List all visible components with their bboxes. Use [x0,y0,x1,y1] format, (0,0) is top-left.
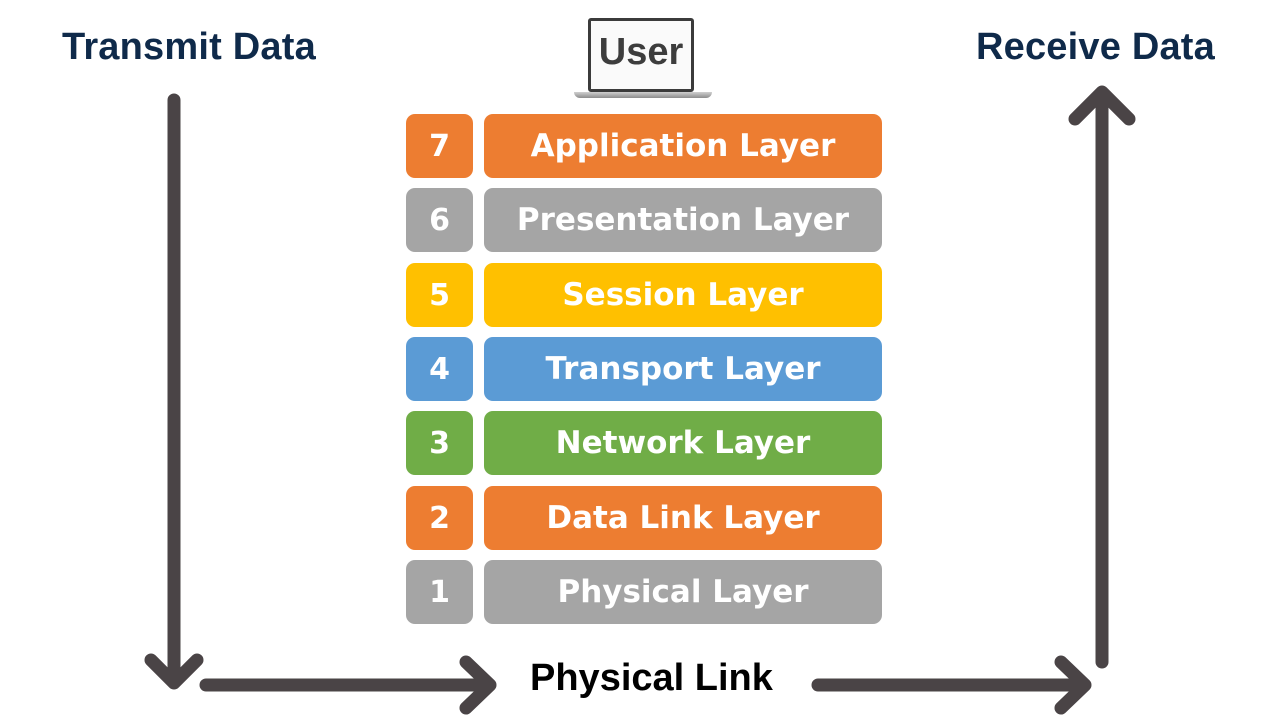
layer-row-2: 2 Data Link Layer [406,486,882,550]
link-arrow-left [199,655,497,715]
laptop-base [574,92,712,98]
layer-number-2: 2 [406,486,473,550]
laptop-icon: User [572,14,714,100]
layer-row-5: 5 Session Layer [406,263,882,327]
layer-number-3: 3 [406,411,473,475]
transmit-data-title: Transmit Data [62,26,316,68]
layer-row-7: 7 Application Layer [406,114,882,178]
laptop-screen: User [588,18,694,92]
layer-row-6: 6 Presentation Layer [406,188,882,252]
layer-row-3: 3 Network Layer [406,411,882,475]
layer-name-presentation: Presentation Layer [484,188,882,252]
layer-name-data-link: Data Link Layer [484,486,882,550]
layer-number-4: 4 [406,337,473,401]
layer-name-session: Session Layer [484,263,882,327]
layer-number-7: 7 [406,114,473,178]
user-label: User [598,31,684,73]
link-arrow-right [811,655,1092,715]
layer-name-network: Network Layer [484,411,882,475]
receive-data-title: Receive Data [976,26,1215,68]
layer-name-application: Application Layer [484,114,882,178]
physical-link-label: Physical Link [530,657,773,699]
receive-up-arrow [1068,85,1136,669]
layer-name-transport: Transport Layer [484,337,882,401]
layer-row-1: 1 Physical Layer [406,560,882,624]
layer-name-physical: Physical Layer [484,560,882,624]
layer-number-6: 6 [406,188,473,252]
layer-number-1: 1 [406,560,473,624]
layer-number-5: 5 [406,263,473,327]
layer-row-4: 4 Transport Layer [406,337,882,401]
transmit-down-arrow [144,93,204,690]
